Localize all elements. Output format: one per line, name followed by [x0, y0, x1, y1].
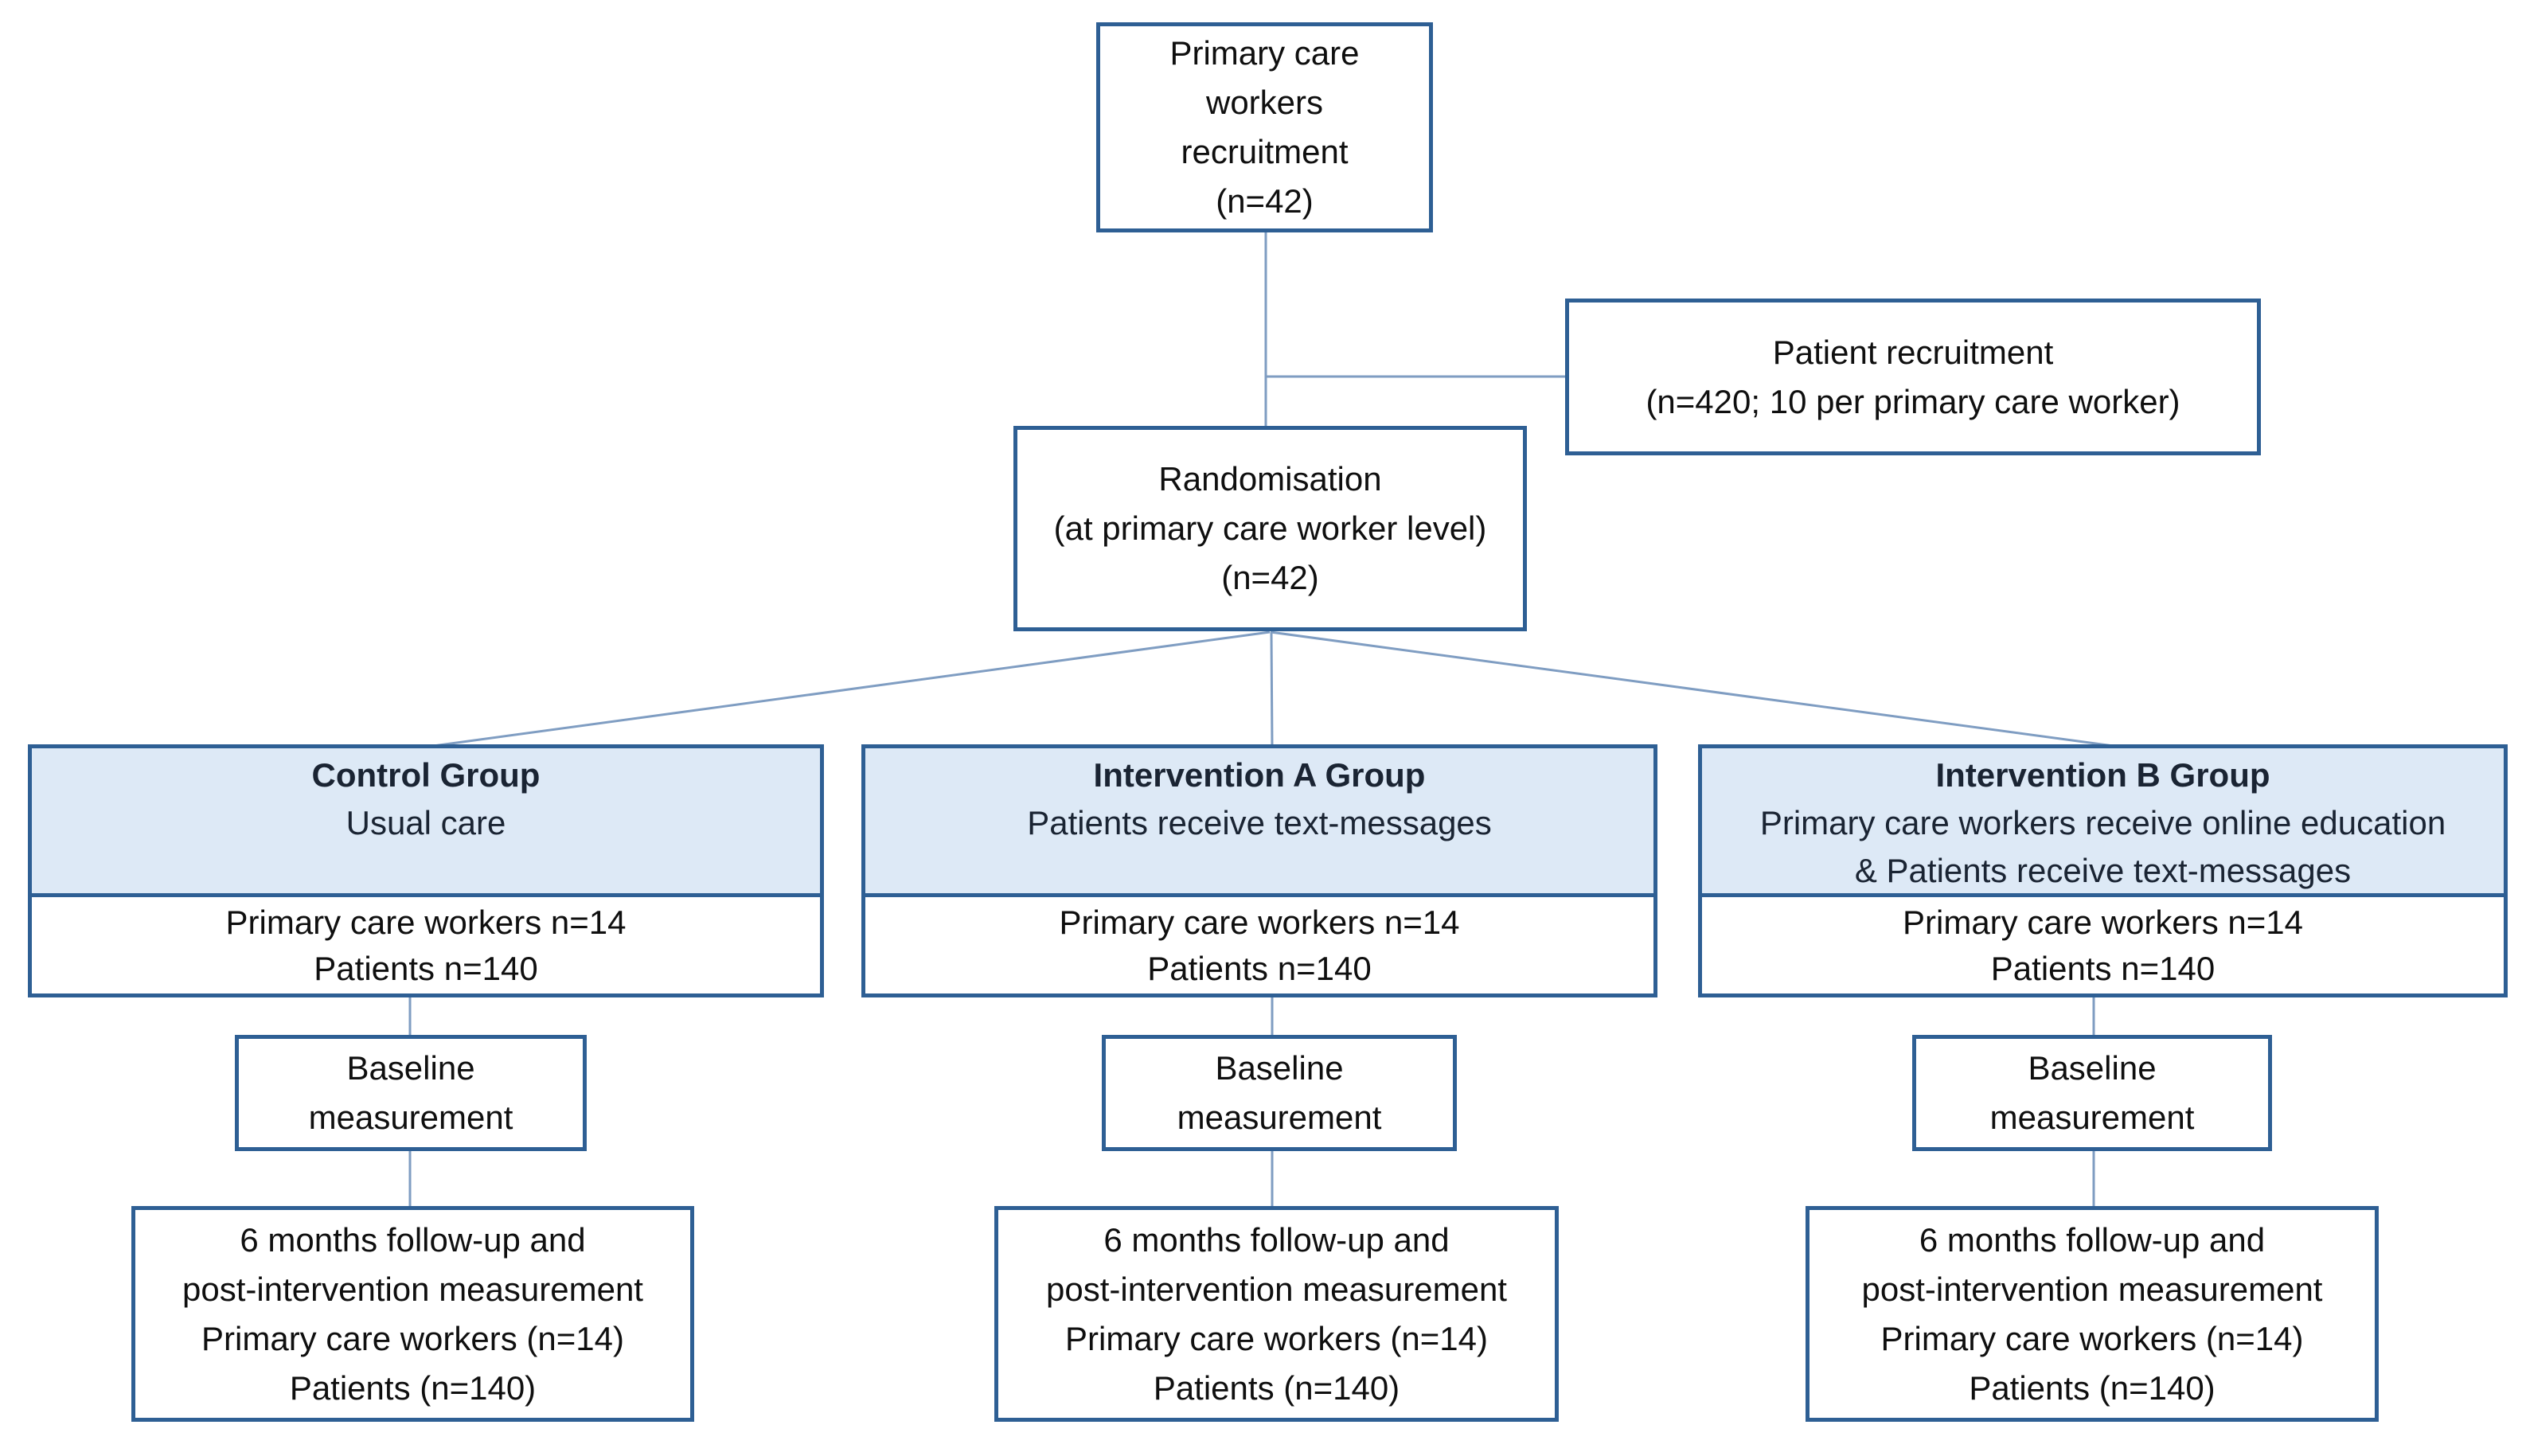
intervention-a-baseline-measurement-box: Baseline measurement [1102, 1035, 1457, 1151]
connector-line-randomisation-to-intervention-b [1270, 630, 2120, 748]
intervention-b-header-box: Intervention B Group Primary care worker… [1698, 744, 2508, 897]
box-text-line: Patients (n=140) [1969, 1368, 2216, 1407]
group-subtitle: Patients receive text-messages [1027, 804, 1492, 841]
primary-care-workers-recruitment-box: Primary care workers recruitment (n=42) [1096, 22, 1433, 232]
box-text-line: measurement [1177, 1099, 1382, 1136]
intervention-a-followup-box: 6 months follow-up and post-intervention… [994, 1206, 1559, 1422]
box-text-line: Baseline [346, 1049, 475, 1087]
control-followup-box: 6 months follow-up and post-intervention… [131, 1206, 694, 1422]
box-text-line: post-intervention measurement [1046, 1270, 1507, 1308]
box-text-line: Patients n=140 [1147, 949, 1372, 987]
connector-line-randomisation-to-intervention-a [1270, 631, 1274, 748]
box-text-line: Primary care workers (n=14) [1880, 1319, 2304, 1357]
box-text-line: recruitment [1181, 133, 1349, 170]
box-text-line: Patients n=140 [314, 949, 538, 987]
intervention-a-counts-box: Primary care workers n=14 Patients n=140 [861, 893, 1657, 997]
box-text-line: Patients n=140 [1990, 949, 2216, 987]
control-baseline-measurement-box: Baseline measurement [235, 1035, 587, 1151]
control-group-counts-box: Primary care workers n=14 Patients n=140 [28, 893, 824, 997]
intervention-a-header-box: Intervention A Group Patients receive te… [861, 744, 1657, 897]
box-text-line: 6 months follow-up and [1103, 1220, 1450, 1259]
group-title: Control Group [311, 756, 541, 794]
group-subtitle: & Patients receive text-messages [1854, 852, 2352, 889]
box-text-line: Primary care workers n=14 [225, 903, 627, 941]
box-text-line: 6 months follow-up and [1919, 1220, 2266, 1259]
box-text-line: measurement [308, 1099, 513, 1136]
box-text-line: (n=420; 10 per primary care worker) [1646, 382, 2180, 420]
box-text-line: (n=42) [1221, 559, 1319, 596]
group-subtitle: Usual care [346, 804, 506, 841]
box-text-line: 6 months follow-up and [240, 1220, 586, 1259]
box-text-line: Primary care workers n=14 [1903, 903, 2303, 941]
box-text-line: Primary care [1169, 34, 1360, 72]
box-text-line: Randomisation [1158, 460, 1382, 498]
box-text-line: Baseline [1215, 1049, 1344, 1087]
group-title: Intervention B Group [1935, 756, 2270, 794]
box-text-line: Baseline [2028, 1049, 2157, 1087]
randomisation-box: Randomisation (at primary care worker le… [1013, 426, 1527, 631]
patient-recruitment-box: Patient recruitment (n=420; 10 per prima… [1565, 299, 2261, 455]
box-text-line: workers [1205, 84, 1324, 121]
box-text-line: (n=42) [1216, 182, 1314, 220]
group-subtitle: Primary care workers receive online educ… [1759, 804, 2446, 841]
connector-line-randomisation-to-control [427, 630, 1271, 748]
box-text-line: Patients (n=140) [1153, 1368, 1400, 1407]
box-text-line: post-intervention measurement [1861, 1270, 2323, 1308]
control-group-header-box: Control Group Usual care [28, 744, 824, 897]
group-title: Intervention A Group [1093, 756, 1426, 794]
box-text-line: Primary care workers (n=14) [201, 1319, 624, 1357]
intervention-b-counts-box: Primary care workers n=14 Patients n=140 [1698, 893, 2508, 997]
box-text-line: (at primary care worker level) [1053, 509, 1487, 547]
intervention-b-baseline-measurement-box: Baseline measurement [1912, 1035, 2272, 1151]
intervention-b-followup-box: 6 months follow-up and post-intervention… [1806, 1206, 2379, 1422]
box-text-line: Primary care workers n=14 [1059, 903, 1460, 941]
box-text-line: post-intervention measurement [182, 1270, 643, 1308]
box-text-line: Patient recruitment [1772, 333, 2054, 371]
box-text-line: measurement [1989, 1099, 2195, 1136]
box-text-line: Patients (n=140) [289, 1368, 537, 1407]
box-text-line: Primary care workers (n=14) [1065, 1319, 1488, 1357]
